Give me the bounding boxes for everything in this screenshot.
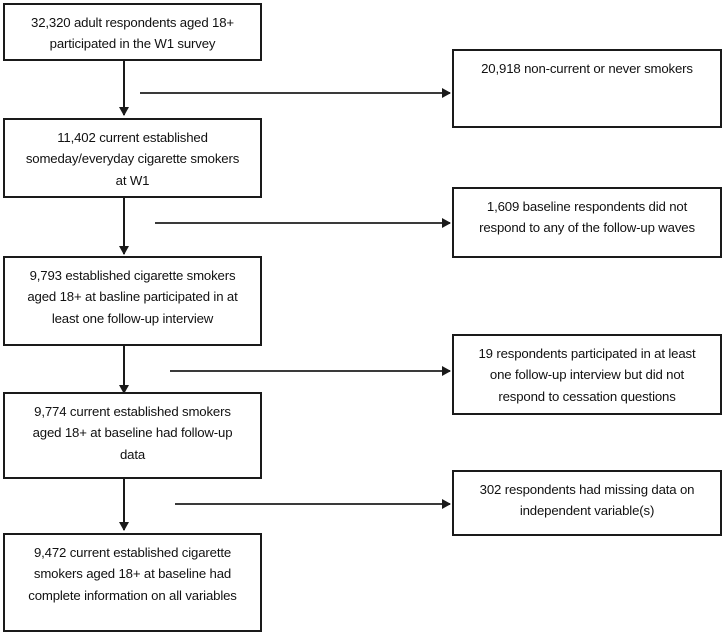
exclusion-node-no-followup-response: 1,609 baseline respondents did not respo… [452,187,722,258]
arrow-down-with-followup-data-to-analytic-sample [123,479,125,530]
flow-node-analytic-sample: 9,472 current established cigarette smok… [3,533,262,632]
arrow-right-to-no-followup-response [155,222,450,224]
arrow-down-established-to-followed-up [123,198,125,254]
exclusion-node-missing-independent-vars: 302 respondents had missing data on inde… [452,470,722,536]
flow-node-followed-up-smokers-label: 9,793 established cigarette smokers aged… [27,268,238,326]
arrow-right-to-non-current-never-smokers [140,92,450,94]
arrow-down-w1-to-established [123,61,125,115]
exclusion-node-no-cessation-response: 19 respondents participated in at least … [452,334,722,415]
flow-node-followed-up-smokers: 9,793 established cigarette smokers aged… [3,256,262,346]
flow-node-with-followup-data-label: 9,774 current established smokers aged 1… [32,404,233,462]
flow-node-w1-participants-label: 32,320 adult respondents aged 18+ partic… [31,15,234,52]
arrow-right-to-no-cessation-response [170,370,450,372]
flow-node-w1-participants: 32,320 adult respondents aged 18+ partic… [3,3,262,61]
flow-node-current-established-smokers-w1-label: 11,402 current established someday/every… [25,130,240,188]
flow-node-with-followup-data: 9,774 current established smokers aged 1… [3,392,262,479]
flow-node-analytic-sample-label: 9,472 current established cigarette smok… [28,545,237,603]
exclusion-node-missing-independent-vars-label: 302 respondents had missing data on inde… [479,482,695,519]
arrow-right-to-missing-independent-vars [175,503,450,505]
exclusion-node-non-current-never-smokers: 20,918 non-current or never smokers [452,49,722,128]
exclusion-node-no-cessation-response-label: 19 respondents participated in at least … [478,346,696,404]
exclusion-node-no-followup-response-label: 1,609 baseline respondents did not respo… [479,199,695,236]
arrow-down-followed-up-to-with-followup-data [123,346,125,393]
exclusion-node-non-current-never-smokers-label: 20,918 non-current or never smokers [481,61,693,76]
flow-node-current-established-smokers-w1: 11,402 current established someday/every… [3,118,262,198]
